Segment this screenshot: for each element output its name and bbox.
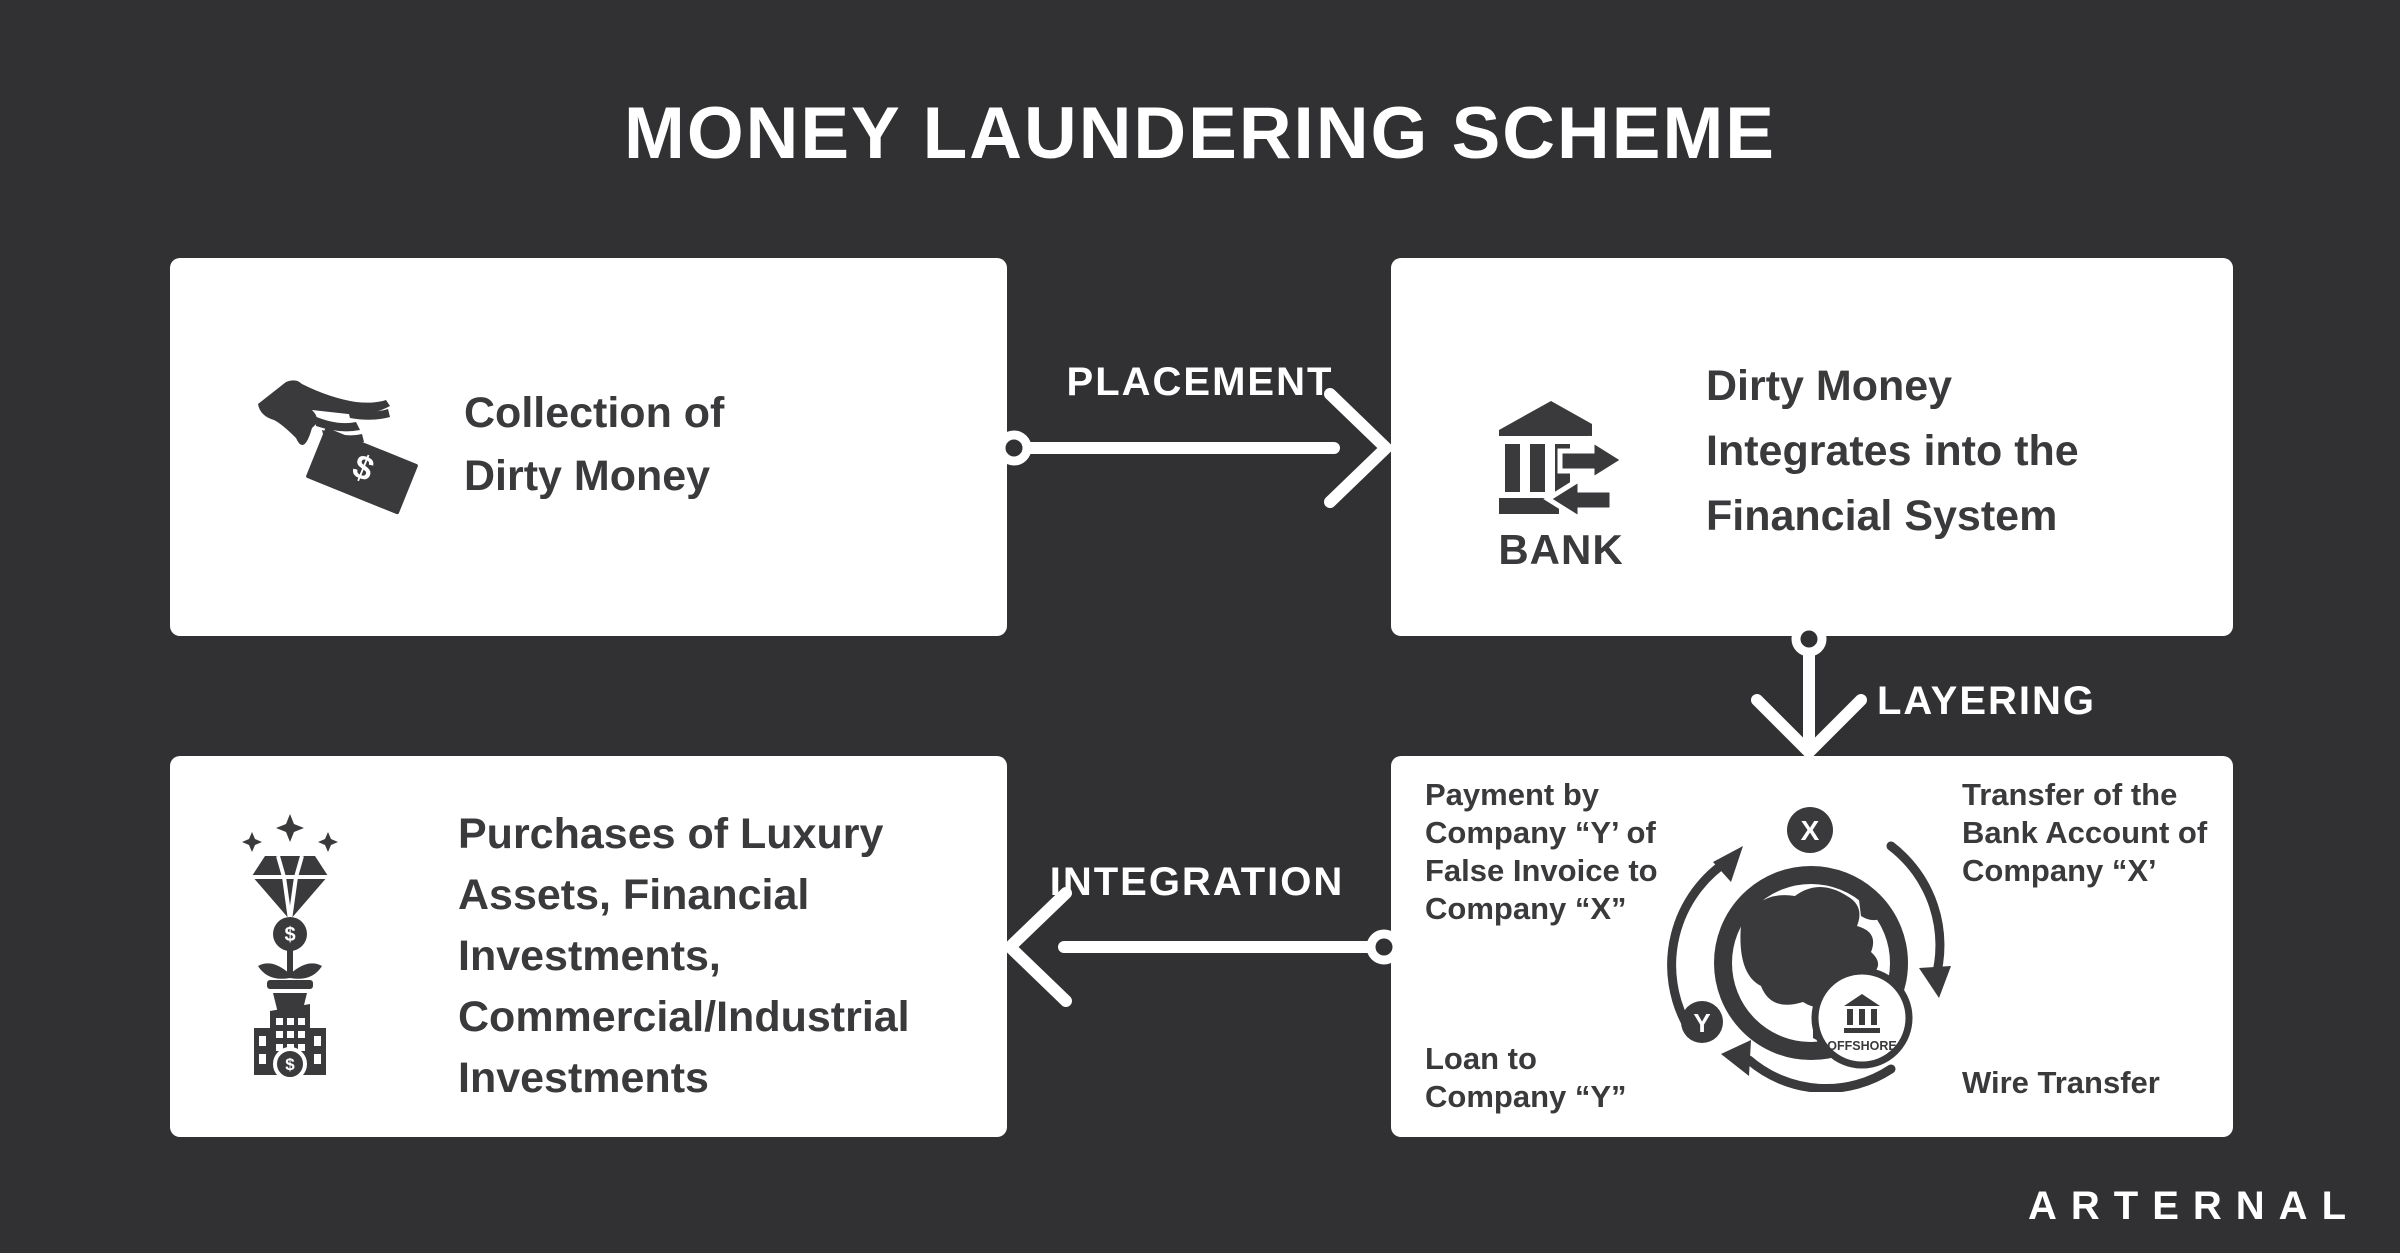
y-badge-label: Y (1693, 1008, 1710, 1038)
layering-box: Payment by Company “Y’ of False Invoice … (1391, 756, 2233, 1137)
wire-transfer-text: Wire Transfer (1962, 1065, 2160, 1100)
bank-box: BANK Dirty Money Integrates into the Fin… (1391, 258, 2233, 636)
transfer-text: Transfer of the Bank Account of Company … (1962, 777, 2208, 888)
bank-icon-label: BANK (1498, 526, 1624, 573)
company-x-badge: X (1787, 807, 1833, 853)
hand-giving-money-icon: $ (258, 380, 418, 515)
purchases-text: Purchases of Luxury Assets, Financial In… (458, 810, 910, 1102)
collection-text: Collection of Dirty Money (464, 389, 725, 500)
globe-cycle-icon: X Y OFFSHORE (1667, 807, 1951, 1092)
commercial-buildings-icon: $ (254, 1004, 326, 1081)
integration-arrow (1001, 887, 1402, 1007)
collection-box: $ Collection of Dirty Money (170, 258, 1007, 636)
loan-text: Loan to Company “Y” (1425, 1041, 1627, 1114)
building-dollar-glyph: $ (285, 1055, 295, 1074)
diamond-sparkles-icon (242, 814, 338, 920)
integration-box: $ $ Purchases of Luxury (170, 756, 1007, 1137)
x-badge-label: X (1801, 815, 1820, 846)
integration-label: INTEGRATION (1049, 860, 1345, 904)
placement-arrow (996, 388, 1395, 508)
bank-transfer-icon (1499, 401, 1629, 524)
company-y-badge: Y (1681, 1001, 1723, 1043)
layering-label: LAYERING (1877, 679, 2097, 723)
offshore-badge: OFFSHORE (1811, 967, 1913, 1069)
luxury-assets-icons: $ $ (242, 814, 338, 1081)
plant-dollar-glyph: $ (284, 924, 295, 946)
placement-label: PLACEMENT (1066, 360, 1334, 404)
offshore-label: OFFSHORE (1827, 1039, 1896, 1053)
bank-text: Dirty Money Integrates into the Financia… (1706, 362, 2079, 540)
arternal-logo: ARTERNAL (2028, 1184, 2360, 1228)
payment-text: Payment by Company “Y’ of False Invoice … (1425, 777, 1658, 926)
page-title: MONEY LAUNDERING SCHEME (624, 93, 1776, 174)
diamond-facets (250, 855, 330, 921)
layering-arrow (1751, 621, 1867, 761)
